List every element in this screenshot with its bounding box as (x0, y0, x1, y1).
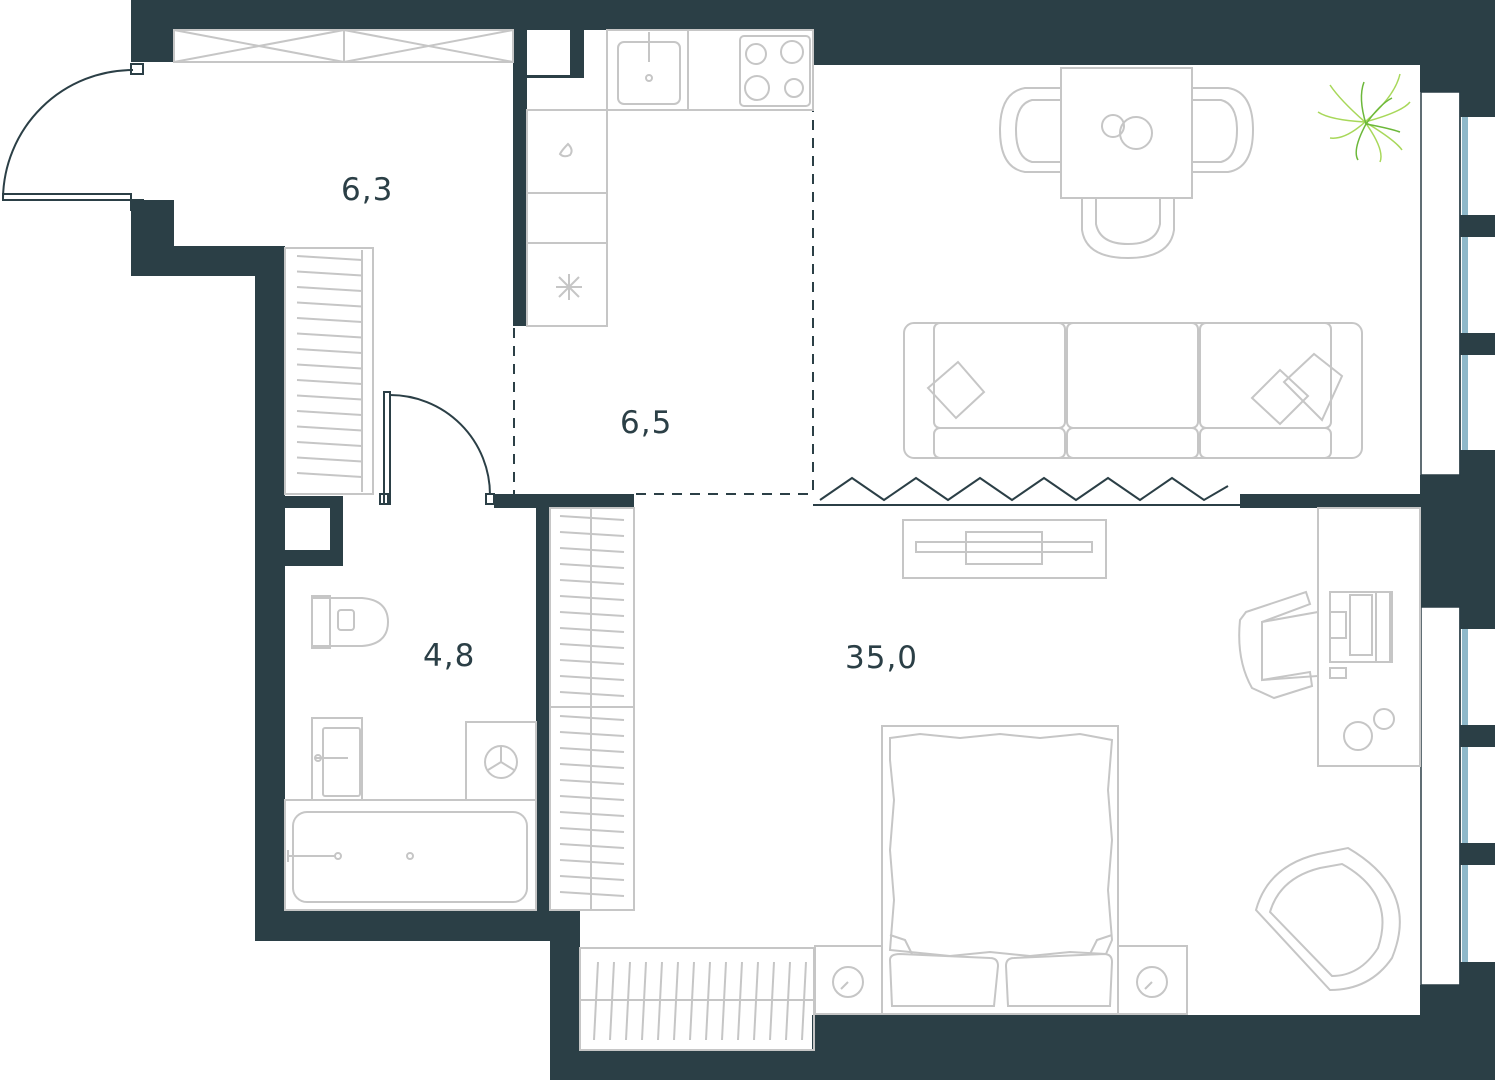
hanger-line (559, 747, 625, 753)
hanger-line (721, 961, 727, 1041)
living-area-label: 35,0 (845, 640, 919, 676)
hanger-line (593, 961, 599, 1041)
plant-icon (1317, 73, 1411, 163)
hanger-line (296, 270, 363, 277)
hanger-line (559, 595, 625, 601)
hanger-line (296, 348, 363, 354)
hanger-line (689, 961, 695, 1041)
hanger-line (609, 961, 615, 1041)
hanger-line (785, 961, 791, 1041)
hanger-line (559, 763, 625, 769)
tv-unit (902, 519, 1107, 579)
hanger-line (657, 961, 663, 1041)
hanger-line (296, 425, 363, 432)
sink-icon (617, 32, 681, 105)
hanger-line (559, 531, 625, 537)
kitchen-counter (526, 29, 814, 327)
dining-chair-right (1192, 87, 1255, 173)
hanger-line (559, 875, 625, 881)
hanger-line (625, 961, 631, 1041)
hanger-line (753, 961, 759, 1041)
dining-chair-left (998, 87, 1061, 173)
hallway-top-wardrobe (173, 29, 514, 63)
hanger-line (296, 456, 363, 463)
hanger-line (559, 611, 625, 617)
living-wardrobe (549, 507, 635, 911)
zone-borders (513, 66, 814, 495)
hanger-line (559, 659, 625, 665)
hanger-line (559, 843, 625, 849)
nightstand-left (814, 945, 883, 1015)
hanger-line (559, 827, 625, 833)
dishwasher-icon (558, 142, 573, 158)
hanger-line (296, 301, 363, 308)
hanger-line (673, 961, 679, 1041)
hanger-line (559, 515, 625, 521)
bed (881, 725, 1119, 1015)
hanger-line (296, 332, 363, 339)
sofa (903, 322, 1363, 459)
hanger-line (559, 627, 625, 633)
washbasin (311, 717, 363, 801)
hanger-line (559, 675, 625, 681)
hanger-line (559, 563, 625, 569)
sliding-partition (813, 476, 1240, 506)
hanger-line (559, 811, 625, 817)
hanger-line (296, 379, 363, 385)
entrance-door (2, 63, 144, 211)
hanger-line (559, 891, 625, 897)
hanger-line (641, 961, 647, 1041)
armchair (1254, 846, 1401, 992)
walls (131, 0, 1495, 1080)
desk (1317, 507, 1421, 767)
hanger-line (296, 441, 363, 447)
hanger-line (296, 255, 363, 261)
hanger-line (705, 961, 711, 1041)
desk-chair (1238, 590, 1319, 700)
windows (1420, 91, 1461, 986)
hanger-line (559, 715, 625, 721)
hanger-line (559, 691, 625, 697)
hanger-line (737, 961, 743, 1041)
hanger-line (559, 795, 625, 801)
washing-machine-icon (465, 721, 537, 801)
bathtub-icon (284, 799, 537, 911)
toilet-icon (311, 595, 390, 649)
hallway-wardrobe (284, 247, 374, 495)
stove-icon (739, 35, 811, 107)
hanger-line (559, 731, 625, 737)
hanger-line (769, 961, 775, 1041)
bathroom-door (379, 391, 495, 505)
hanger-line (296, 363, 363, 370)
bottom-wardrobe (579, 947, 815, 1051)
hanger-line (559, 859, 625, 865)
hanger-line (559, 547, 625, 553)
kitchen-area-label: 6,5 (620, 405, 673, 441)
hanger-line (801, 961, 807, 1041)
hanger-line (559, 779, 625, 785)
nightstand-right (1117, 945, 1188, 1015)
fridge-icon (556, 274, 582, 300)
hanger-line (296, 286, 363, 292)
hanger-line (296, 317, 363, 323)
hanger-line (559, 579, 625, 585)
dining-chair-bottom (1081, 198, 1175, 260)
hanger-line (296, 410, 363, 416)
bathroom-area-label: 4,8 (423, 638, 476, 674)
hallway-area-label: 6,3 (341, 172, 394, 208)
hanger-line (296, 394, 363, 401)
hanger-line (559, 643, 625, 649)
dining-table (1060, 67, 1193, 199)
hanger-line (296, 472, 363, 478)
